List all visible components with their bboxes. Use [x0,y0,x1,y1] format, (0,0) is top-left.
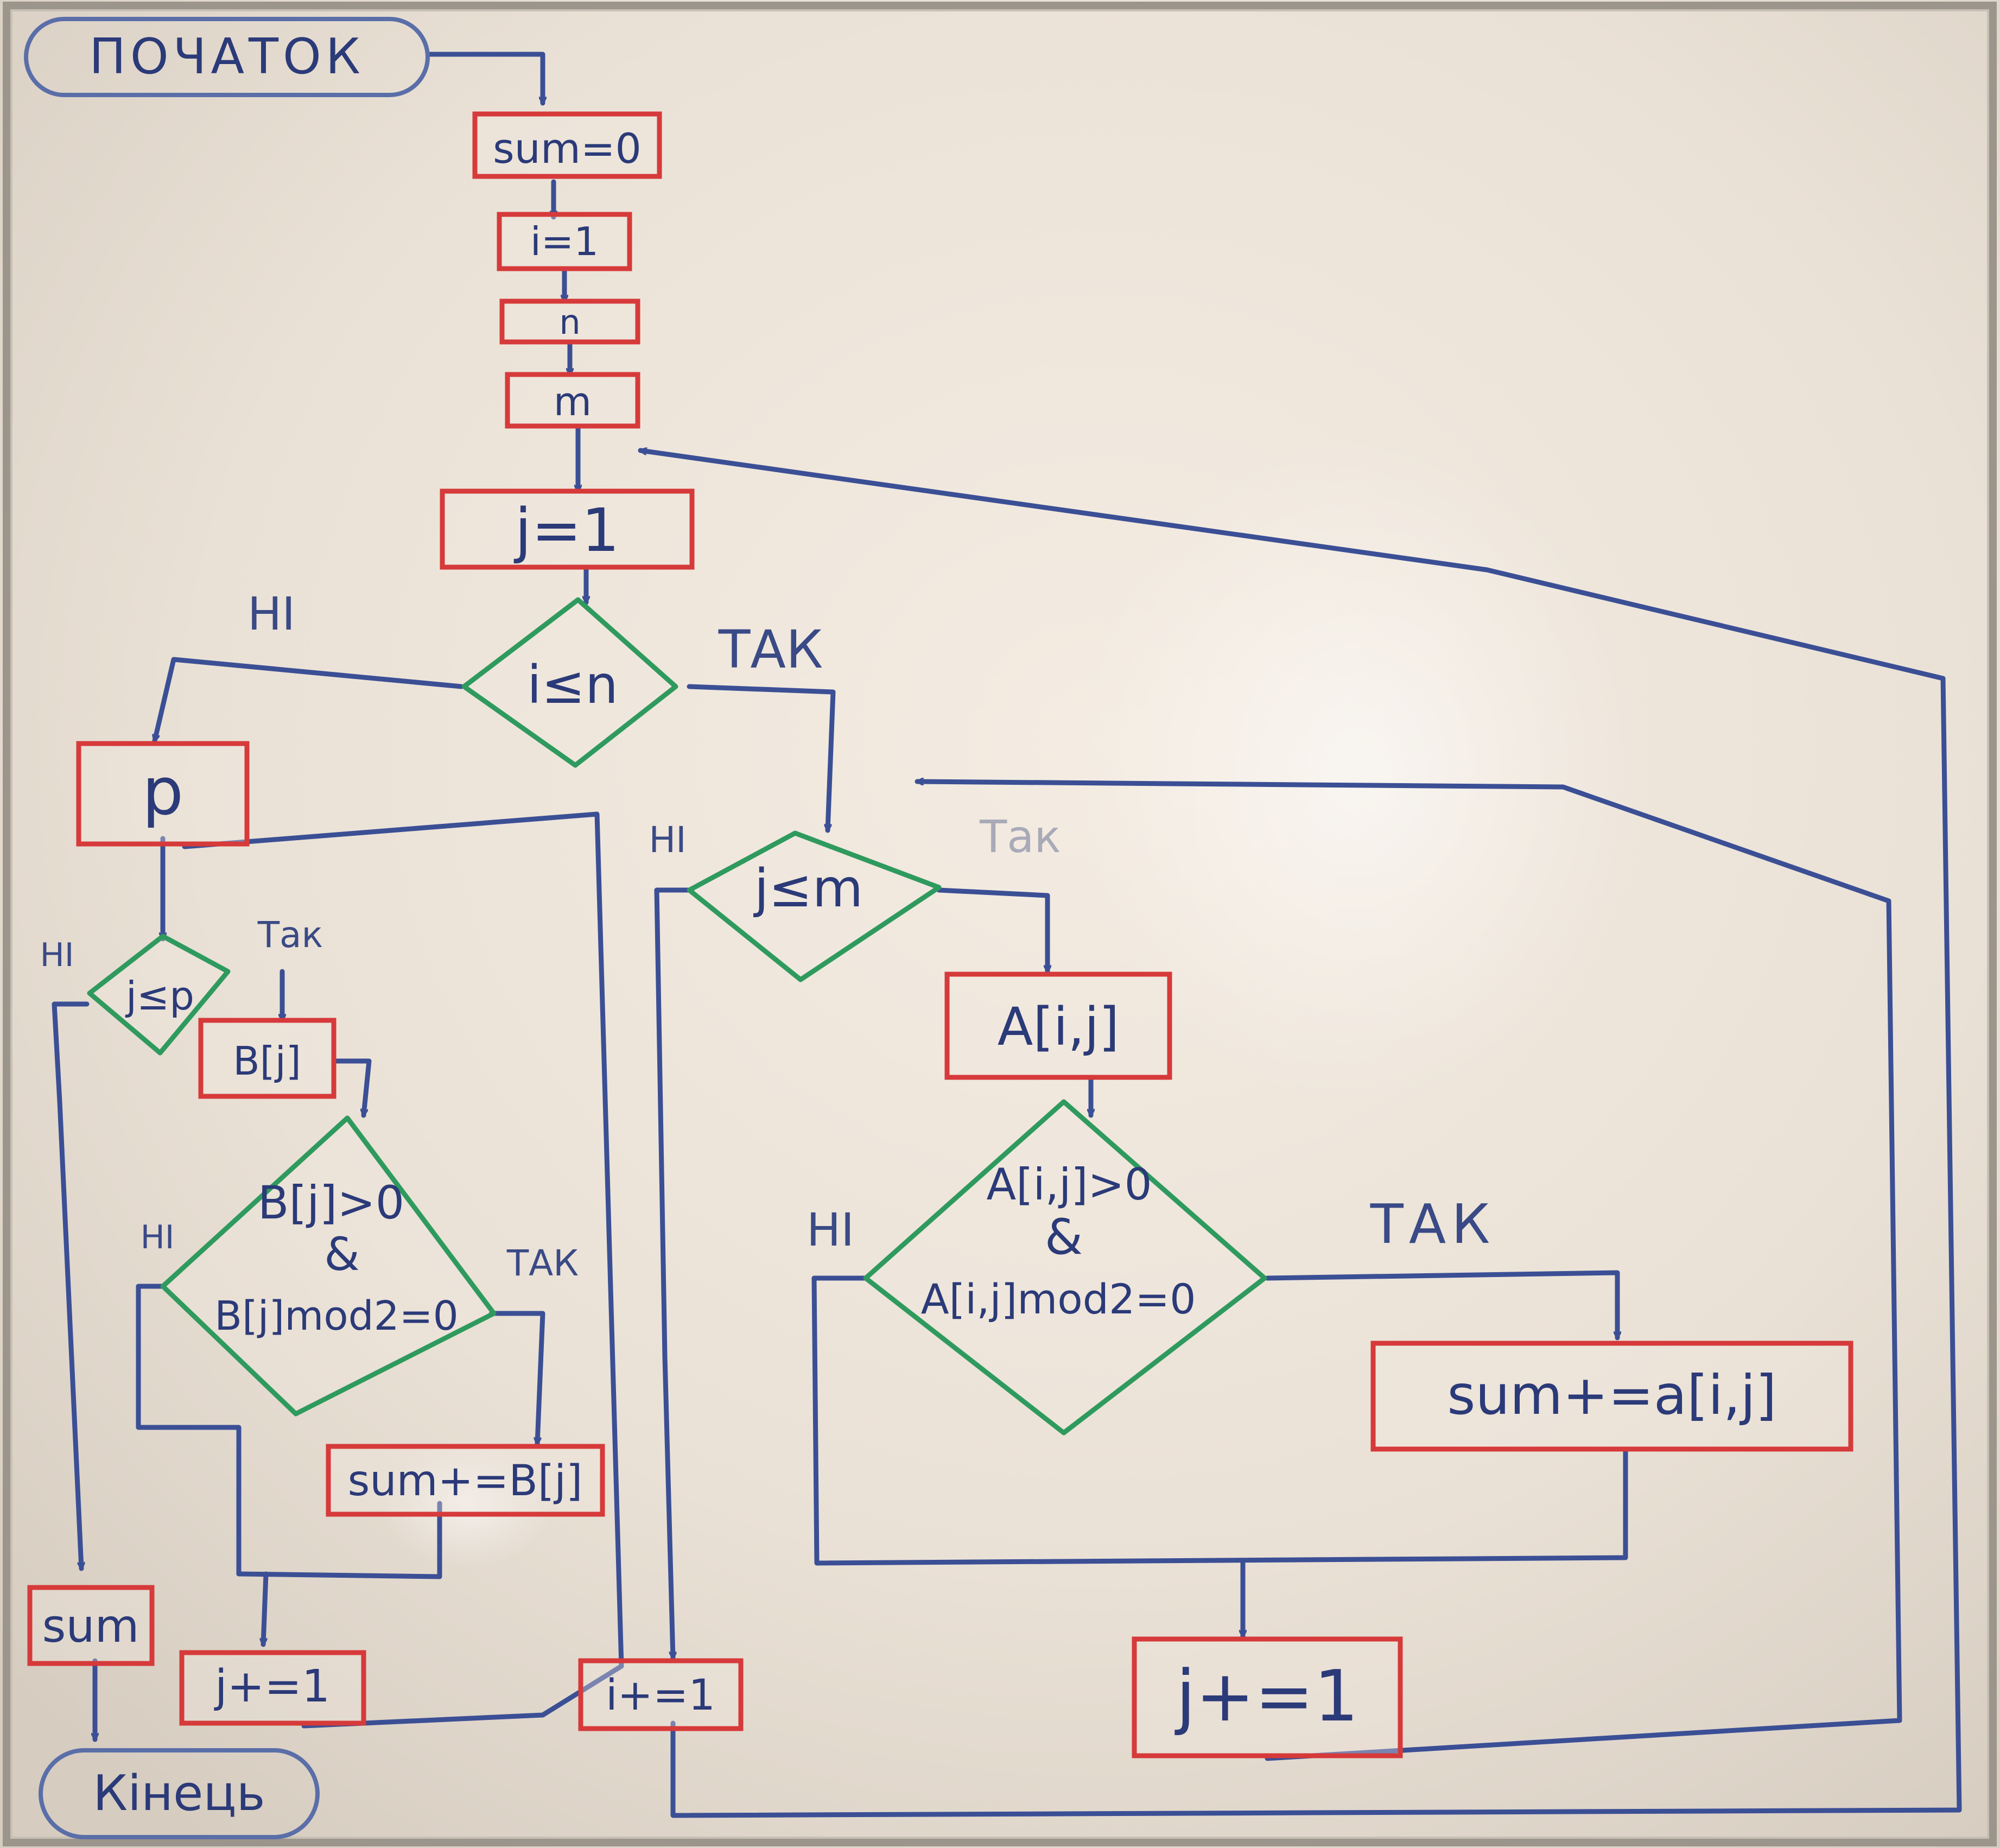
label-no-j-le-m: НІ [649,819,686,861]
box-sum-add-b [326,1444,605,1517]
box-i-inc [578,1658,744,1731]
text-j-inc-left: j+=1 [214,1661,330,1712]
text-j-le-m: j≤m [753,858,864,919]
light-glare [1075,434,1639,1107]
text-b-cond-and: & [324,1228,360,1281]
box-i-init [497,212,632,271]
box-j-inc-right [1132,1636,1403,1758]
text-j-init: j=1 [514,496,620,565]
box-sum-init [472,111,662,179]
text-i-init: i=1 [530,219,599,264]
text-read-bj: B[j] [233,1038,301,1084]
start-terminal: ПОЧАТОК [24,17,430,97]
box-input-p [76,741,250,847]
text-input-m: m [554,379,592,424]
label-yes-a-cond: ТАК [1370,1192,1496,1256]
text-b-cond-line2: B[j]mod2=0 [214,1293,459,1339]
end-terminal: Кінець [39,1748,320,1839]
box-read-bj [198,1018,336,1099]
text-j-le-p: j≤p [125,973,194,1019]
label-yes-j-le-m: Так [979,811,1061,863]
label-no-j-le-p: НІ [40,936,74,974]
label-yes-j-le-p: Так [257,914,323,956]
text-a-cond-and: & [1045,1209,1083,1266]
label-no-i-le-n: НІ [247,587,295,640]
text-sum-add-a: sum+=a[i,j] [1447,1363,1776,1427]
box-sum-add-a [1370,1341,1853,1452]
board-frame-inner [10,9,1989,1839]
text-a-cond-line2: A[i,j]mod2=0 [921,1275,1196,1323]
text-a-cond-line1: A[i,j]>0 [987,1159,1152,1210]
process-boxes [27,111,1853,1758]
diamond-b-cond [160,1115,497,1417]
light-glare-small [380,1438,554,1568]
text-out-sum: sum [42,1599,139,1653]
end-label: Кінець [93,1765,265,1822]
box-j-inc-left [179,1650,366,1726]
box-out-sum [27,1585,155,1666]
text-sum-add-b: sum+=B[j] [348,1457,583,1506]
diamond-j-le-m [687,830,942,982]
text-read-aij: A[i,j] [998,996,1119,1057]
label-yes-i-le-n: ТАК [718,619,823,680]
label-no-b-cond: НІ [141,1218,175,1256]
decision-shapes [87,597,1267,1436]
start-label: ПОЧАТОК [89,28,365,85]
connector-lines [52,52,1962,1818]
box-j-init [440,488,695,570]
label-yes-b-cond: ТАК [506,1242,579,1284]
box-input-m [505,372,640,429]
text-sum-init: sum=0 [493,124,642,173]
text-i-le-n: i≤n [527,655,618,715]
text-b-cond-line1: B[j]>0 [258,1176,404,1229]
text-i-inc: i+=1 [606,1671,715,1720]
diamond-i-le-n [461,597,678,768]
text-input-p: p [142,754,183,830]
diamond-a-cond [863,1099,1267,1436]
label-no-a-cond: НІ [807,1203,854,1256]
diamond-j-le-p [87,933,231,1056]
box-input-n [499,299,640,345]
text-input-n: n [559,302,580,342]
box-read-aij [944,971,1172,1080]
text-j-inc-right: j+=1 [1174,1655,1359,1737]
board-frame [3,2,1997,1846]
